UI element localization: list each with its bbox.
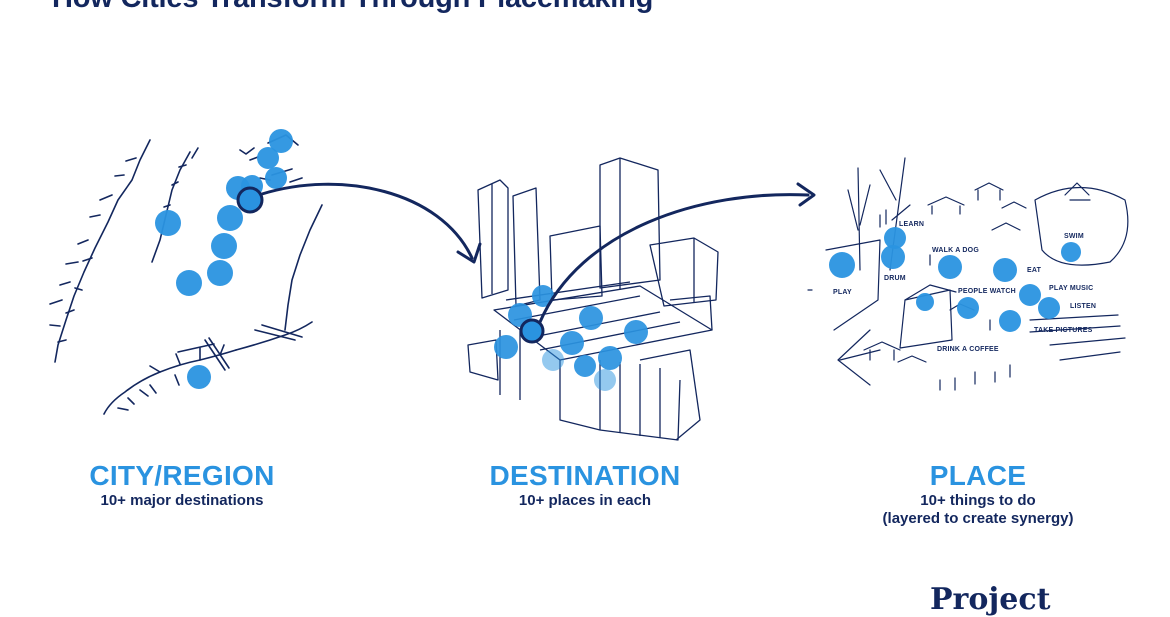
place-activity-markers <box>829 227 1081 332</box>
activity-label-walk-a-dog: WALK A DOG <box>932 247 979 254</box>
stage-subtitle: 10+ major destinations <box>100 492 264 509</box>
activity-label-swim: SWIM <box>1064 233 1084 240</box>
activity-label-eat: EAT <box>1027 267 1042 274</box>
city-focus-ring <box>236 186 264 214</box>
activity-label-take-pictures: TAKE PICTURES <box>1034 327 1093 334</box>
arrow-head-2 <box>796 182 816 207</box>
stage-heading: CITY/REGION <box>89 460 275 491</box>
stage-heading: DESTINATION <box>489 460 681 491</box>
activity-label-learn: LEARN <box>899 221 924 228</box>
activity-label-play-music: PLAY MUSIC <box>1049 285 1093 292</box>
city-destination-markers <box>155 129 293 389</box>
destination-place-markers <box>494 285 648 391</box>
place-scene-sketch <box>807 157 1129 391</box>
activity-label-play: PLAY <box>833 289 852 296</box>
activity-label-drum: DRUM <box>884 275 906 282</box>
stage-city-region: CITY/REGION 10+ major destinations <box>32 460 332 510</box>
page-title: How Cities Transform Through Placemaking <box>52 0 653 15</box>
stage-subtitle: 10+ places in each <box>518 492 652 509</box>
activity-label-listen: LISTEN <box>1070 303 1096 310</box>
destination-focus-ring <box>519 318 545 344</box>
arrow-head-1 <box>456 242 482 264</box>
activity-label-people-watch: PEOPLE WATCH <box>958 288 1016 295</box>
stage-place: PLACE 10+ things to do (layered to creat… <box>828 460 1128 528</box>
stage-subtitle: 10+ things to do <box>920 492 1036 509</box>
zoom-arrow-city-to-destination <box>260 182 474 260</box>
stage-destination: DESTINATION 10+ places in each <box>435 460 735 510</box>
destination-buildings-sketch <box>467 157 719 441</box>
activity-label-drink-a-coffee: DRINK A COFFEE <box>937 346 999 353</box>
stage-subtitle-note: (layered to create synergy) <box>882 510 1074 527</box>
place-activity-labels: LEARN PLAY DRUM WALK A DOG SWIM EAT PLAY… <box>833 221 1096 353</box>
stage-heading: PLACE <box>929 460 1027 491</box>
zoom-arrow-destination-to-place <box>538 193 810 324</box>
placemaking-illustration: LEARN PLAY DRUM WALK A DOG SWIM EAT PLAY… <box>49 129 1129 441</box>
